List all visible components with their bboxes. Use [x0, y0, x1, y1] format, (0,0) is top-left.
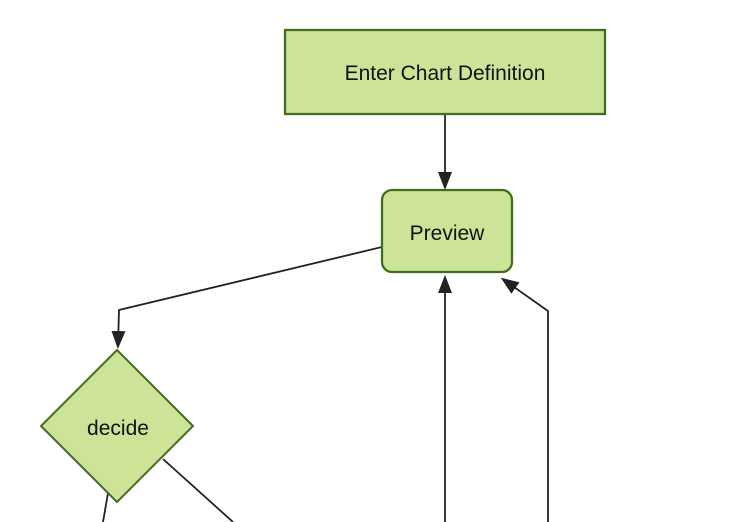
edge-bottom-right-to-preview — [500, 277, 549, 522]
node-enter-chart-definition — [283, 28, 607, 116]
node-enter-chart-definition-label: Enter Chart Definition — [345, 62, 546, 85]
node-preview — [380, 188, 514, 274]
node-preview-label: Preview — [410, 222, 486, 245]
node-decide — [39, 348, 195, 504]
edge-preview-to-decide — [111, 246, 383, 349]
edge-decide-to-bottom-right — [162, 458, 234, 522]
edge-decide-to-bottom-left — [102, 492, 109, 522]
node-decide-label: decide — [87, 417, 149, 440]
